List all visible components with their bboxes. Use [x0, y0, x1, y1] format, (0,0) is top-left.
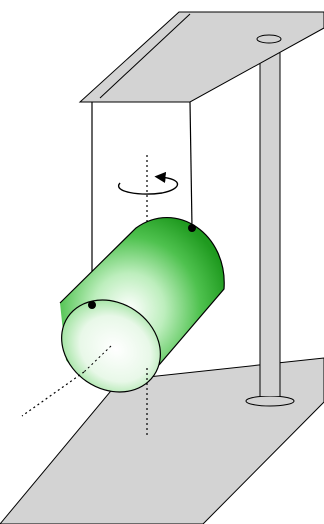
attachment-point-right — [188, 224, 196, 232]
ceiling-plate — [78, 11, 324, 103]
attachment-point-left — [88, 301, 96, 309]
support-pillar — [245, 46, 295, 407]
string-right — [189, 101, 193, 228]
floor-plate — [0, 357, 324, 524]
rotation-arrow-icon — [117, 171, 179, 195]
cylinder-axis-line — [21, 371, 85, 417]
cylinder — [59, 217, 225, 393]
